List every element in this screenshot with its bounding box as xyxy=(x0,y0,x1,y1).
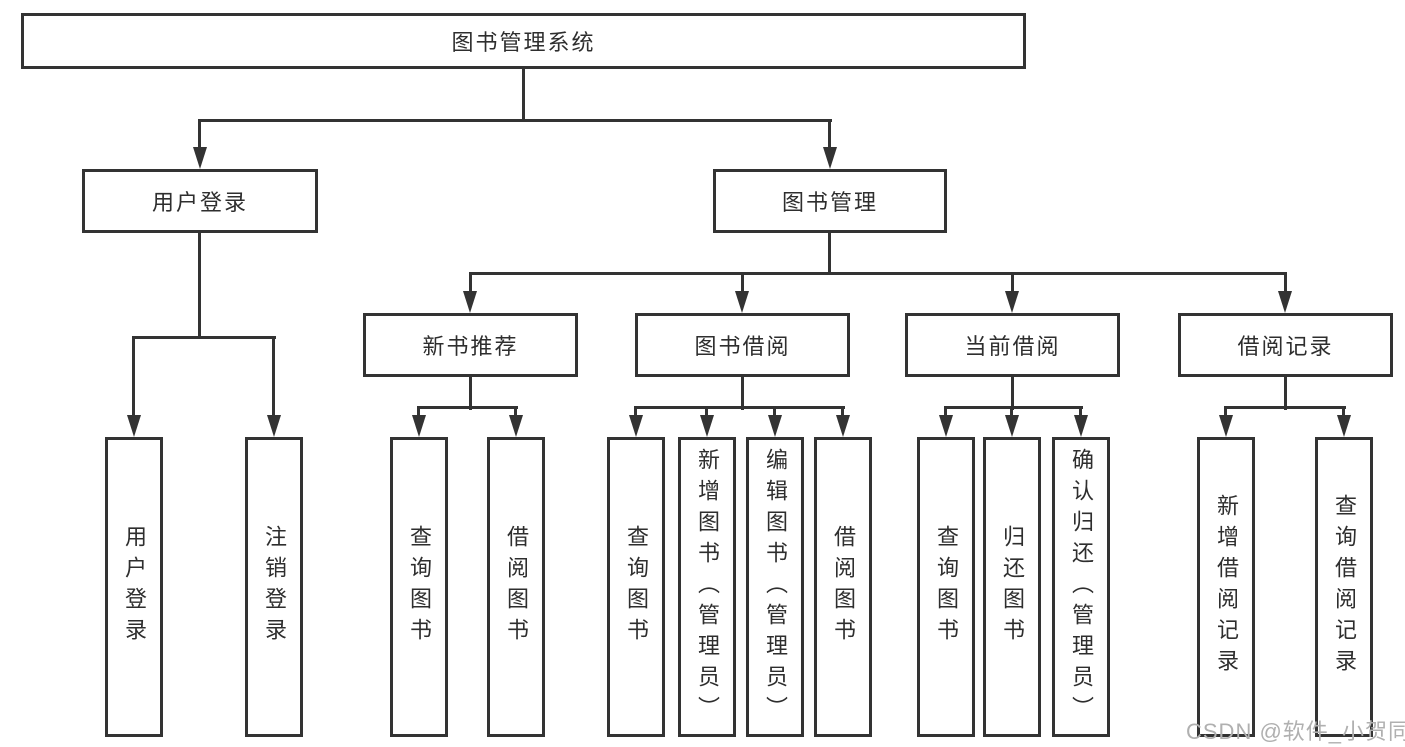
connector-line xyxy=(522,66,525,122)
node-label: 查询图书 xyxy=(407,525,432,649)
node-label: 编辑图书（管理员） xyxy=(763,447,788,727)
connector-line xyxy=(741,272,744,293)
connector-line xyxy=(132,336,276,339)
connector-line xyxy=(417,406,518,409)
leaf-user-login: 用户登录 xyxy=(105,437,163,737)
node-label: 确认归还（管理员） xyxy=(1069,447,1094,727)
connector-line xyxy=(198,233,201,339)
connector-line xyxy=(634,406,637,418)
connector-line xyxy=(1010,406,1013,418)
arrow-down-icon xyxy=(1005,415,1019,437)
arrow-down-icon xyxy=(939,415,953,437)
node-label: 新增图书（管理员） xyxy=(695,447,720,727)
node-new-book-recommend: 新书推荐 xyxy=(363,313,578,377)
leaf-edit-book-admin: 编辑图书（管理员） xyxy=(746,437,804,737)
node-current-borrowing: 当前借阅 xyxy=(905,313,1120,377)
leaf-query-books-borrowing: 查询图书 xyxy=(607,437,665,737)
arrow-down-icon xyxy=(127,415,141,437)
node-book-management: 图书管理 xyxy=(713,169,947,233)
node-label: 借阅图书 xyxy=(504,525,529,649)
node-label: 注销登录 xyxy=(262,525,287,649)
node-label: 用户登录 xyxy=(151,190,248,215)
connector-line xyxy=(469,272,472,293)
connector-line xyxy=(132,336,135,418)
arrow-down-icon xyxy=(836,415,850,437)
connector-line xyxy=(841,406,844,418)
connector-line xyxy=(272,336,275,418)
node-label: 查询借阅记录 xyxy=(1332,494,1357,680)
connector-line xyxy=(828,119,831,149)
arrow-down-icon xyxy=(463,291,477,313)
leaf-add-book-admin: 新增图书（管理员） xyxy=(678,437,736,737)
connector-line xyxy=(1224,406,1346,409)
connector-line xyxy=(1284,272,1287,293)
node-label: 新增借阅记录 xyxy=(1214,494,1239,680)
arrow-down-icon xyxy=(1278,291,1292,313)
connector-line xyxy=(469,374,472,410)
node-label: 查询图书 xyxy=(934,525,959,649)
node-borrowing-records: 借阅记录 xyxy=(1178,313,1393,377)
connector-line xyxy=(469,272,1287,275)
node-label: 图书借阅 xyxy=(694,334,791,359)
leaf-logout: 注销登录 xyxy=(245,437,303,737)
arrow-down-icon xyxy=(700,415,714,437)
connector-line xyxy=(514,406,517,418)
node-book-borrowing: 图书借阅 xyxy=(635,313,850,377)
connector-line xyxy=(634,406,845,409)
connector-line xyxy=(1224,406,1227,418)
connector-line xyxy=(1342,406,1345,418)
connector-line xyxy=(828,233,831,275)
connector-line xyxy=(944,406,1083,409)
node-label: 图书管理 xyxy=(781,190,878,215)
connector-line xyxy=(198,119,201,149)
arrow-down-icon xyxy=(1337,415,1351,437)
arrow-down-icon xyxy=(267,415,281,437)
node-label: 图书管理系统 xyxy=(451,30,596,55)
arrow-down-icon xyxy=(412,415,426,437)
node-library-system: 图书管理系统 xyxy=(21,13,1026,69)
connector-line xyxy=(705,406,708,418)
node-label: 归还图书 xyxy=(1000,525,1025,649)
node-label: 查询图书 xyxy=(624,525,649,649)
connector-line xyxy=(944,406,947,418)
arrow-down-icon xyxy=(629,415,643,437)
connector-line xyxy=(741,374,744,410)
node-label: 借阅图书 xyxy=(831,525,856,649)
node-label: 新书推荐 xyxy=(422,334,519,359)
arrow-down-icon xyxy=(509,415,523,437)
arrow-down-icon xyxy=(735,291,749,313)
node-label: 借阅记录 xyxy=(1237,334,1334,359)
node-label: 当前借阅 xyxy=(964,334,1061,359)
leaf-query-borrow-record: 查询借阅记录 xyxy=(1315,437,1373,737)
leaf-borrow-books-borrowing: 借阅图书 xyxy=(814,437,872,737)
connector-line xyxy=(417,406,420,418)
watermark: CSDN @软件_小贺同学 xyxy=(1186,719,1405,744)
connector-line xyxy=(1079,406,1082,418)
leaf-confirm-return-admin: 确认归还（管理员） xyxy=(1052,437,1110,737)
arrow-down-icon xyxy=(193,147,207,169)
arrow-down-icon xyxy=(768,415,782,437)
leaf-borrow-books-recommend: 借阅图书 xyxy=(487,437,545,737)
node-user-login: 用户登录 xyxy=(82,169,318,233)
arrow-down-icon xyxy=(1074,415,1088,437)
arrow-down-icon xyxy=(1005,291,1019,313)
connector-line xyxy=(773,406,776,418)
connector-line xyxy=(198,119,832,122)
connector-line xyxy=(1011,374,1014,410)
leaf-add-borrow-record: 新增借阅记录 xyxy=(1197,437,1255,737)
leaf-query-books-recommend: 查询图书 xyxy=(390,437,448,737)
connector-line xyxy=(1011,272,1014,293)
connector-line xyxy=(1284,374,1287,410)
arrow-down-icon xyxy=(1219,415,1233,437)
node-label: 用户登录 xyxy=(122,525,147,649)
arrow-down-icon xyxy=(823,147,837,169)
leaf-return-books: 归还图书 xyxy=(983,437,1041,737)
leaf-query-books-current: 查询图书 xyxy=(917,437,975,737)
